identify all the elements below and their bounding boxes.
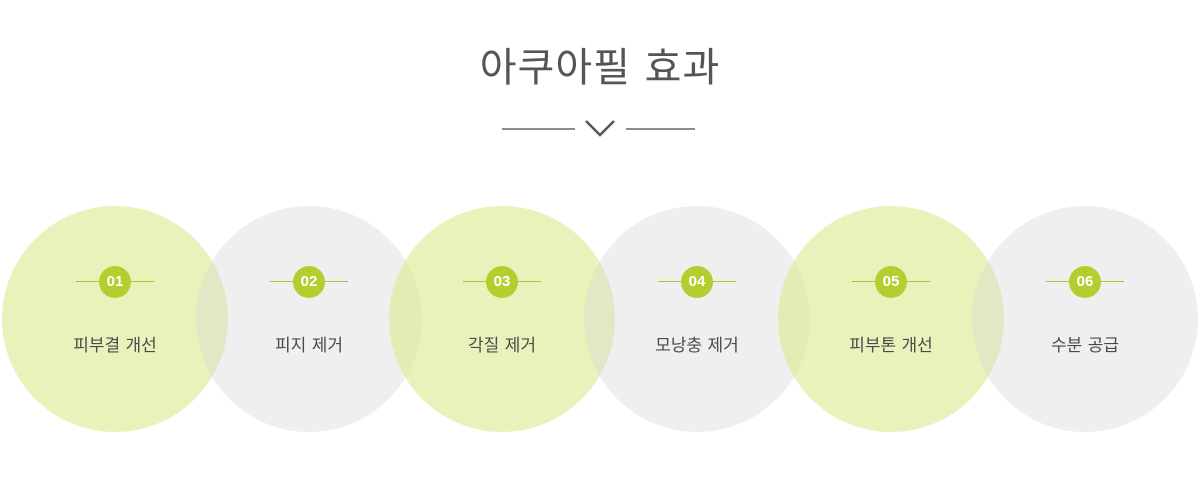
effect-label: 피부톤 개선 xyxy=(849,336,933,356)
effect-circle-skin-tone: 05 피부톤 개선 xyxy=(778,206,1004,432)
effect-number-row: 06 xyxy=(972,266,1198,298)
chevron-down-icon xyxy=(585,120,615,137)
number-badge: 06 xyxy=(1069,266,1101,298)
effects-list: 01 피부결 개선 02 피지 제거 03 각질 제거 04 모낭충 제거 05… xyxy=(0,206,1200,432)
effect-number-row: 04 xyxy=(584,266,810,298)
effect-circle-sebum-removal: 02 피지 제거 xyxy=(196,206,422,432)
effect-label: 모낭충 제거 xyxy=(655,336,739,356)
number-badge: 04 xyxy=(681,266,713,298)
effect-circle-hydration: 06 수분 공급 xyxy=(972,206,1198,432)
effect-number-row: 01 xyxy=(2,266,228,298)
effect-number-row: 03 xyxy=(389,266,615,298)
effect-circle-demodex-removal: 04 모낭충 제거 xyxy=(584,206,810,432)
number-badge: 05 xyxy=(875,266,907,298)
number-badge: 02 xyxy=(293,266,325,298)
effect-circle-exfoliation: 03 각질 제거 xyxy=(389,206,615,432)
number-badge: 01 xyxy=(99,266,131,298)
effect-label: 각질 제거 xyxy=(468,336,536,356)
effect-label: 수분 공급 xyxy=(1051,336,1119,356)
effect-label: 피지 제거 xyxy=(275,336,343,356)
effect-label: 피부결 개선 xyxy=(73,336,157,356)
effect-number-row: 02 xyxy=(196,266,422,298)
effect-number-row: 05 xyxy=(778,266,1004,298)
page-title: 아쿠아필 효과 xyxy=(479,45,721,91)
effect-circle-skin-texture: 01 피부결 개선 xyxy=(2,206,228,432)
number-badge: 03 xyxy=(486,266,518,298)
title-divider xyxy=(502,120,695,137)
